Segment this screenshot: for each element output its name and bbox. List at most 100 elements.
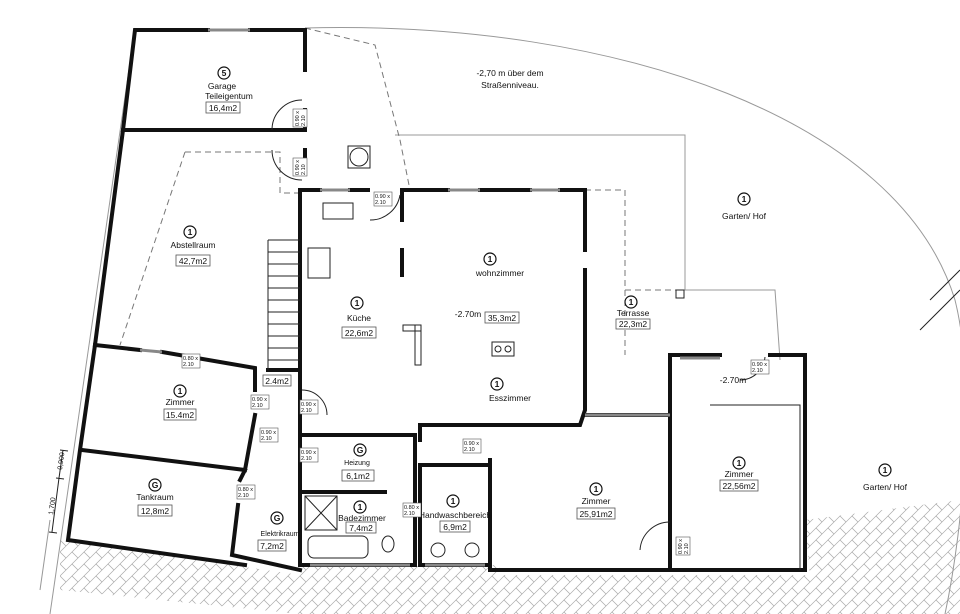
area-garten-top[interactable]: 1 Garten/ Hof [722,192,767,221]
door-label: 0.90 x2.10 [750,359,770,375]
svg-text:0.90 x: 0.90 x [752,362,767,368]
room-name: Elektrikraum [261,531,300,538]
svg-text:0.80 x: 0.80 x [238,487,253,493]
door-label: 0.80 x2.10 [236,484,256,500]
room-number: G [152,480,159,490]
room-name: Garten/ Hof [722,211,767,221]
ground-hatch [60,540,960,614]
room-area: 2.4m2 [265,376,289,386]
svg-text:0.90 x: 0.90 x [295,111,301,126]
room-area: 22,3m2 [619,319,648,329]
room-name: Küche [347,313,371,323]
room-area: 22,6m2 [345,328,374,338]
room-number: 1 [178,386,183,396]
room-name: Esszimmer [489,393,531,403]
door-label: 0.90 x2.10 [373,191,393,207]
room-area: 6,9m2 [443,522,467,532]
room-area: 7,2m2 [260,541,284,551]
svg-text:0.80 x: 0.80 x [183,356,198,362]
room-elektrikraum[interactable]: G Elektrikraum 7,2m2 [257,511,300,552]
room-name: Abstellraum [171,240,216,250]
svg-text:0.90 x: 0.90 x [301,402,316,408]
room-name: Garten/ Hof [863,482,908,492]
svg-text:0.90 x: 0.90 x [464,441,479,447]
room-number: G [357,445,364,455]
walls [65,28,807,573]
svg-text:2.10: 2.10 [752,368,763,374]
room-handwaschbereich[interactable]: 1 Handwaschbereich 6,9m2 [419,494,492,533]
door-label: 0.80 x2.10 [181,353,201,369]
level-note-line2: Straßenniveau. [481,80,539,90]
room-name: Zimmer [582,496,611,506]
room-area: 16,4m2 [209,103,238,113]
svg-text:0.80 x: 0.80 x [404,505,419,511]
room-number: 1 [594,484,599,494]
level-note-line1: -2,70 m über dem [476,68,543,78]
room-area: 22,56m2 [722,481,755,491]
room-number: 1 [358,502,363,512]
room-tankraum[interactable]: G Tankraum 12,8m2 [136,478,174,517]
ground-hatch-right [805,500,960,575]
room-area: 15.4m2 [166,410,195,420]
room-flur[interactable]: 2.4m2 [262,374,292,387]
area-garten-right[interactable]: 1 Garten/ Hof [863,463,908,492]
room-abstellraum[interactable]: 1 Abstellraum 42,7m2 [171,225,216,267]
room-garage[interactable]: 5 Garage Teileigentum 16,4m2 [205,66,253,114]
door-label: 0.90 x2.10 [299,447,319,463]
svg-text:2.10: 2.10 [301,115,307,126]
door-label: 0.90 x2.10 [250,394,270,410]
svg-text:0.90 x: 0.90 x [678,539,684,554]
room-zimmer-left[interactable]: 1 Zimmer 15.4m2 [163,384,197,421]
svg-text:2.10: 2.10 [404,511,415,517]
room-level: -2.70m [455,309,481,319]
room-terrasse[interactable]: 1 Terrasse 22,3m2 [615,295,651,330]
room-number: 1 [188,227,193,237]
room-area: 25,91m2 [579,509,612,519]
door-label: 0.80 x2.10 [402,502,422,518]
room-area: 7,4m2 [349,523,373,533]
room-number: 1 [883,465,888,475]
room-number: 5 [222,68,227,78]
room-zimmer-right[interactable]: -2.70m 1 Zimmer 22,56m2 [719,375,759,492]
svg-text:2.10: 2.10 [301,456,312,462]
svg-text:0.90 x: 0.90 x [252,397,267,403]
svg-text:2.10: 2.10 [301,164,307,175]
svg-text:2.10: 2.10 [252,403,263,409]
room-badezimmer[interactable]: 1 Badezimmer 7,4m2 [338,500,386,534]
room-level: -2.70m [720,375,746,385]
svg-text:2.10: 2.10 [301,408,312,414]
room-wohnzimmer[interactable]: 1 wohnzimmer -2.70m 35,3m2 [455,252,524,324]
room-zimmer-mid[interactable]: 1 Zimmer 25,91m2 [576,482,616,520]
room-name: Tankraum [136,492,173,502]
dimension-lines: 0,900 1,700 [48,449,69,534]
room-number: G [274,513,281,523]
door-label: 0.90 x2.10 [462,438,482,454]
dimension-label: 1,700 [48,497,57,515]
svg-text:0.90 x: 0.90 x [301,450,316,456]
room-area: 35,3m2 [488,313,517,323]
room-heizung[interactable]: G Heizung 6,1m2 [341,443,375,482]
svg-text:0.90 x: 0.90 x [261,430,276,436]
site-lines [39,27,960,614]
room-name: Handwaschbereich [419,510,492,520]
room-name: Heizung [344,460,370,467]
room-name: Garage [208,81,237,91]
room-name: Zimmer [166,397,195,407]
room-number: 1 [488,254,493,264]
room-name: wohnzimmer [475,268,524,278]
svg-text:0.90 x: 0.90 x [375,194,390,200]
room-name: Zimmer [725,469,754,479]
room-number: 1 [737,458,742,468]
room-number: 1 [742,194,747,204]
svg-text:2.10: 2.10 [684,543,690,554]
svg-text:2.10: 2.10 [261,436,272,442]
room-esszimmer[interactable]: 1 Esszimmer [489,377,531,403]
room-kueche[interactable]: 1 Küche 22,6m2 [341,296,377,339]
room-number: 1 [451,496,456,506]
room-number: 1 [629,297,634,307]
door-label: 0.90 x2.10 [299,399,319,415]
svg-text:0.90 x: 0.90 x [295,160,301,175]
